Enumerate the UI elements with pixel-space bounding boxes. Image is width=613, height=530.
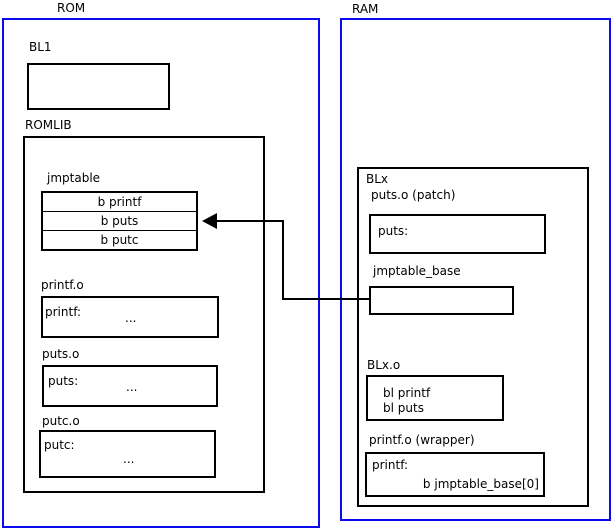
printf-o-label: printf.o [41,278,84,292]
romlib-box [23,136,265,493]
jmptable-base-label: jmptable_base [373,264,461,278]
printf-wrapper-label: printf.o (wrapper) [369,433,475,447]
jmptable-base-box [369,286,514,315]
puts-patch-label: puts.o (patch) [371,188,456,202]
puts-symbol: puts: [48,374,79,388]
jmptable-entry-putc: b putc [43,230,196,249]
putc-symbol: putc: [44,438,75,452]
puts-o-box: puts: ... [42,365,218,407]
ram-section-label: RAM [352,2,379,16]
printf-body-ellipsis: ... [125,311,137,325]
jmptable-label: jmptable [47,171,101,185]
jmptable-box: b printf b puts b putc [41,191,198,251]
puts-patch-box: puts: [369,214,546,254]
blx-o-box: bl printf bl puts [366,375,504,421]
puts-o-label: puts.o [42,347,80,361]
bl1-label: BL1 [29,40,52,54]
putc-o-box: putc: ... [39,430,216,478]
printf-symbol: printf: [45,305,82,319]
blx-label: BLx [366,172,389,186]
blx-box [357,167,589,507]
printf-wrapper-instruction: b jmptable_base[0] [422,477,539,491]
bl1-box [27,63,170,110]
blx-o-line-bl-printf: bl printf [383,386,431,400]
printf-wrapper-box: printf: b jmptable_base[0] [365,452,545,497]
jmptable-entry-printf: b printf [97,195,142,209]
printf-wrapper-symbol: printf: [372,458,409,472]
puts-body-ellipsis: ... [126,380,138,394]
blx-o-line-bl-puts: bl puts [383,401,424,415]
jmptable-entry-puts: b puts [43,211,196,230]
putc-body-ellipsis: ... [123,452,135,466]
putc-o-label: putc.o [42,414,80,428]
blx-o-label: BLx.o [367,358,401,372]
puts-patch-symbol: puts: [378,224,409,238]
rom-section-label: ROM [57,1,86,15]
romlib-label: ROMLIB [25,118,72,132]
printf-o-box: printf: ... [41,296,219,338]
